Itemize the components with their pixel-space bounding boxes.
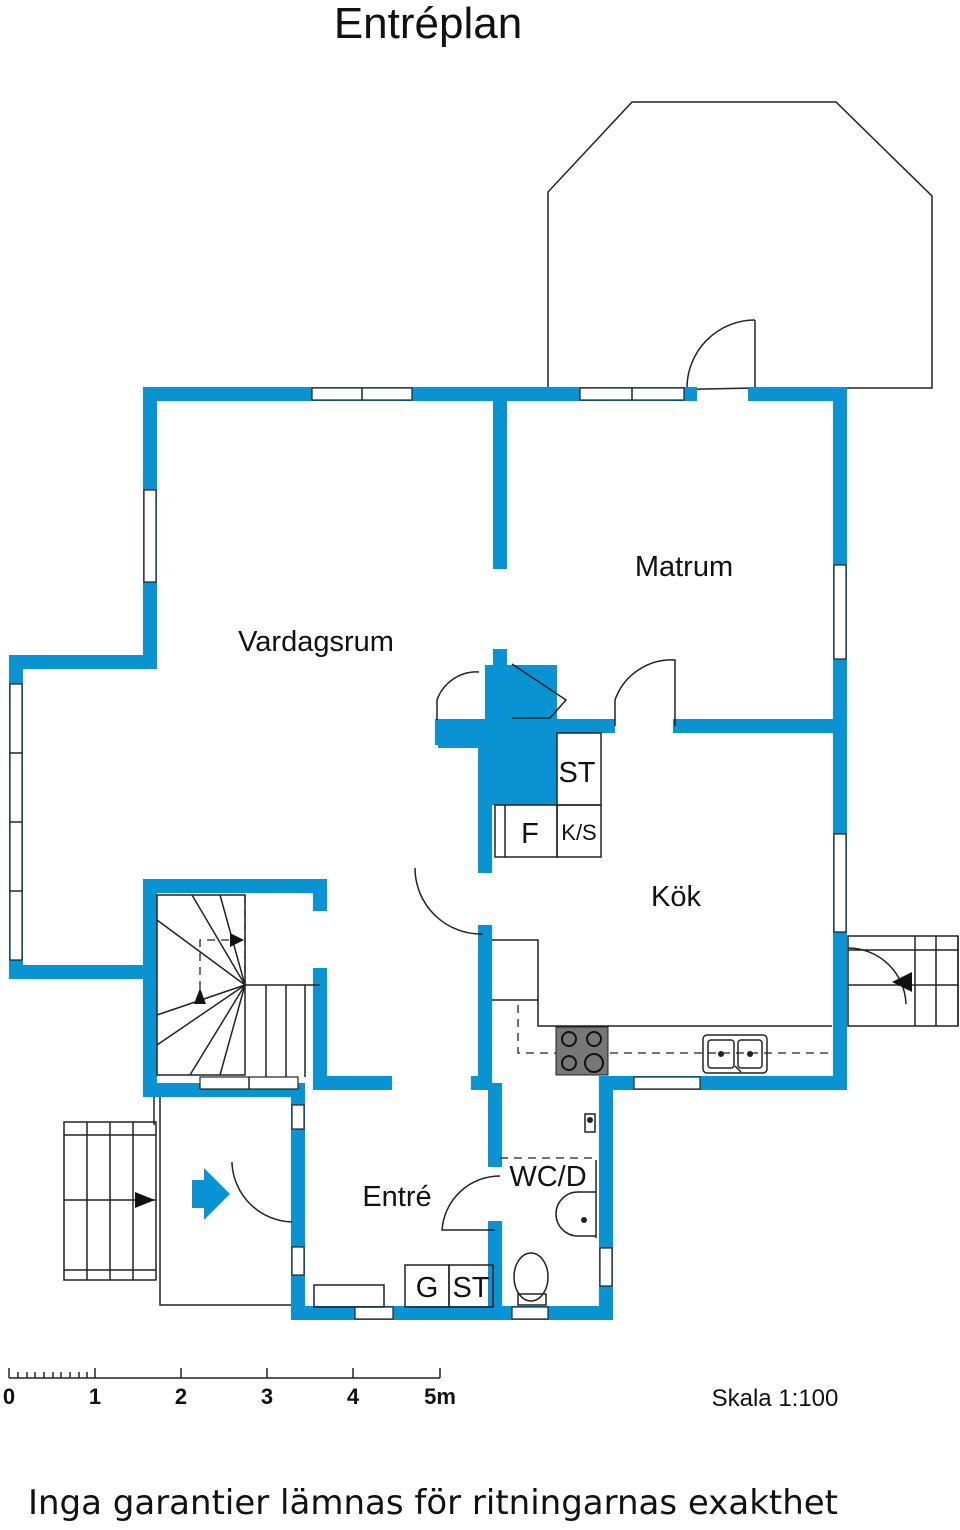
back-steps-arrow xyxy=(892,972,912,992)
deck-outline xyxy=(547,101,933,393)
washbasin-icon xyxy=(555,1191,596,1237)
staircase xyxy=(156,894,320,1077)
door-swing xyxy=(441,1175,501,1231)
deck-door-swing xyxy=(686,319,756,389)
scale-bar xyxy=(8,1368,441,1379)
entrance-arrow-icon xyxy=(192,1168,230,1220)
window xyxy=(511,1306,549,1320)
door-swing xyxy=(231,1162,293,1223)
walls xyxy=(9,387,847,1320)
upper-cabinets xyxy=(517,1005,832,1054)
door-swing xyxy=(511,663,568,719)
kitchen-counter xyxy=(492,939,832,1027)
toilet-icon xyxy=(513,1252,549,1306)
cabinet-st-lower xyxy=(448,1264,494,1308)
label-g: G xyxy=(416,1272,439,1304)
stove-icon xyxy=(555,1026,609,1076)
plan-title: Entréplan xyxy=(334,0,522,48)
room-label-entre: Entré xyxy=(362,1181,431,1213)
label-f: F xyxy=(521,818,539,850)
room-label-matrum: Matrum xyxy=(635,551,733,583)
label-st-upper: ST xyxy=(558,757,595,789)
door-swing xyxy=(436,671,480,720)
disclaimer: Inga garantier lämnas för ritningarnas e… xyxy=(28,1483,838,1523)
label-ks: K/S xyxy=(561,820,596,845)
door-swing xyxy=(414,867,484,935)
scale-tick-label: 4 xyxy=(347,1384,360,1409)
windows xyxy=(9,387,847,1320)
scale-tick-label: 3 xyxy=(261,1384,273,1409)
cabinet-bench xyxy=(313,1284,385,1308)
room-label-vardagsrum: Vardagsrum xyxy=(238,626,394,658)
faucet-icon xyxy=(584,1113,596,1133)
window xyxy=(354,1306,394,1320)
scale-tick-label: 1 xyxy=(89,1384,101,1409)
steps-arrow xyxy=(135,1192,155,1208)
scale-tick-label: 2 xyxy=(175,1384,187,1409)
back-door-swing xyxy=(847,947,907,1005)
window xyxy=(599,1247,613,1287)
window xyxy=(291,1246,305,1276)
room-label-kok: Kök xyxy=(651,881,701,913)
porch-outline xyxy=(159,1090,292,1306)
window xyxy=(833,564,847,660)
window xyxy=(833,833,847,933)
window xyxy=(633,1076,701,1090)
cabinet-ks xyxy=(556,804,602,858)
scale-tick-label: 0 xyxy=(3,1384,15,1409)
label-st-lower: ST xyxy=(452,1272,489,1304)
scale-tick-label: 5m xyxy=(424,1384,456,1409)
room-label-wcd: WC/D xyxy=(509,1161,586,1193)
window xyxy=(143,489,157,583)
kitchen-sink-icon xyxy=(702,1034,768,1074)
window xyxy=(291,1104,305,1130)
scale-label: Skala 1:100 xyxy=(712,1385,839,1412)
chimney-block xyxy=(438,720,557,748)
door-swing xyxy=(614,659,676,726)
